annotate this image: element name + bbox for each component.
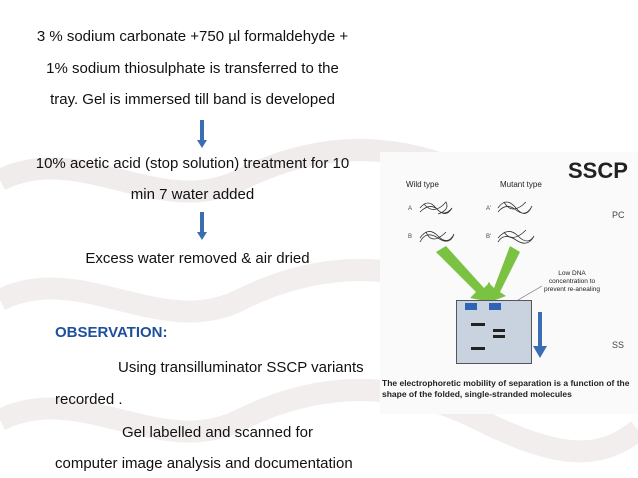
down-arrow-icon [197,212,207,240]
step1-line-2: 1% sodium thiosulphate is transferred to… [46,60,339,77]
strand-a-prime-label: A' [486,206,492,212]
gel-band [489,303,501,310]
gel-dash [493,329,505,332]
green-arrow-icon [488,246,520,302]
sscp-diagram [419,201,547,358]
mutant-type-label: Mutant type [500,180,542,189]
gel-box [456,300,532,364]
pc-label: PC [612,210,625,220]
low-dna-note: Low DNA concentration to prevent re-anea… [543,270,600,293]
figure-title: SSCP [568,158,628,183]
mutant-type-strands-icon [497,201,535,244]
ss-label: SS [612,340,625,350]
figure-caption: The electrophoretic mobility of separati… [382,378,630,399]
step1-line-1: 3 % sodium carbonate +750 µl formaldehyd… [36,28,349,45]
observation-line-3: Gel labelled and scanned for [122,424,313,441]
gel-dash [471,347,485,350]
step3-line: Excess water removed & air dried [85,250,310,267]
observation-line-2: recorded . [55,391,123,408]
wild-type-label: Wild type [406,180,439,189]
observation-line-1: Using transilluminator SSCP variants [118,359,364,376]
sscp-figure: SSCP Wild type Mutant type A B A' B' [380,152,638,414]
gel-band [465,303,477,310]
strand-a-label: A [408,206,413,212]
wild-type-strands-icon [419,201,455,243]
observation-line-4: computer image analysis and documentatio… [55,455,353,472]
green-arrow-icon [436,246,490,302]
gel-dash [493,335,505,338]
down-arrow-icon [197,120,207,148]
strand-b-label: B [408,234,413,240]
strand-b-prime-label: B' [486,234,492,240]
step2-line-2: min 7 water added [130,186,255,203]
step1-line-3: tray. Gel is immersed till band is devel… [50,91,335,108]
observation-heading: OBSERVATION: [55,324,168,341]
gel-dash [471,323,485,326]
step2-line-1: 10% acetic acid (stop solution) treatmen… [35,155,350,172]
